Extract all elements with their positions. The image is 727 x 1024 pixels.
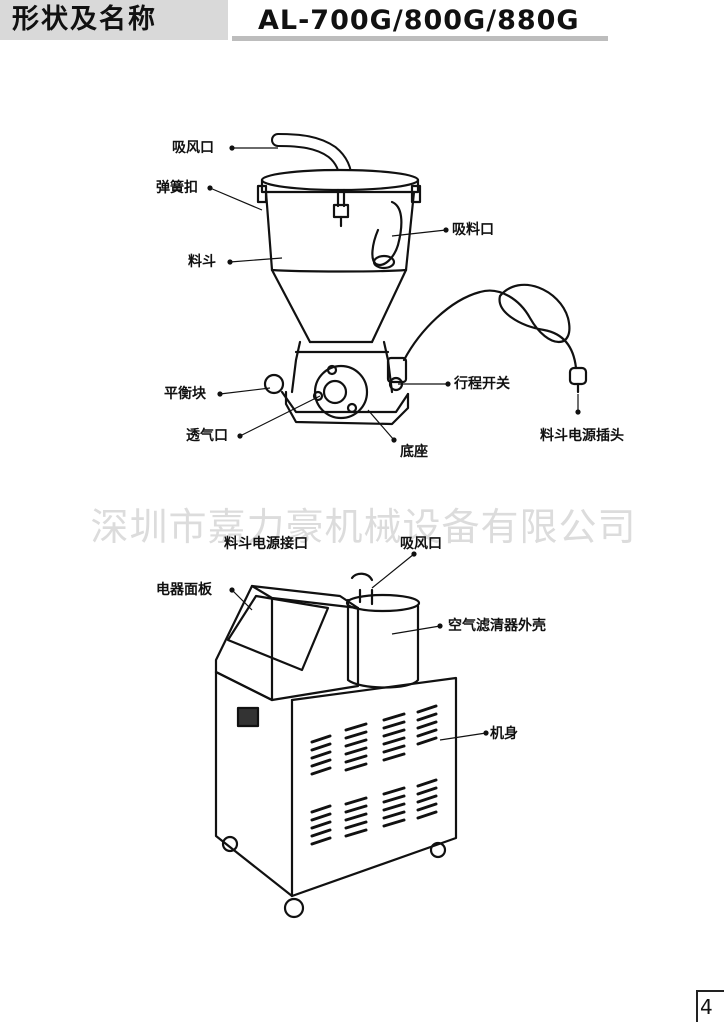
header-title-bar xyxy=(0,0,228,40)
model-number: AL-700G/800G/880G xyxy=(258,5,580,36)
page-title: 形状及名称 xyxy=(12,4,157,35)
label-electric-panel: 电器面板 xyxy=(156,582,212,598)
label-feed-inlet: 吸料口 xyxy=(452,222,494,238)
label-base: 底座 xyxy=(400,444,428,460)
header-rule xyxy=(232,36,608,41)
label-spring-clip: 弹簧扣 xyxy=(156,180,198,196)
hopper-drawing xyxy=(256,133,588,426)
label-body: 机身 xyxy=(490,726,518,742)
label-balance-block: 平衡块 xyxy=(164,386,206,402)
label-vent: 透气口 xyxy=(186,428,228,444)
label-machine-suction-port: 吸风口 xyxy=(400,536,442,552)
label-travel-switch: 行程开关 xyxy=(454,376,510,392)
page-number: 4 xyxy=(700,995,713,1019)
machine-drawing xyxy=(214,572,458,919)
label-filter-housing: 空气滤清器外壳 xyxy=(448,618,546,634)
watermark: 深圳市嘉力豪机械设备有限公司 xyxy=(90,505,637,549)
label-suction-port: 吸风口 xyxy=(172,140,214,156)
label-hopper: 料斗 xyxy=(188,254,216,270)
page-number-box xyxy=(696,990,724,1022)
label-power-socket: 料斗电源接口 xyxy=(224,536,308,552)
label-power-plug: 料斗电源插头 xyxy=(540,428,624,444)
